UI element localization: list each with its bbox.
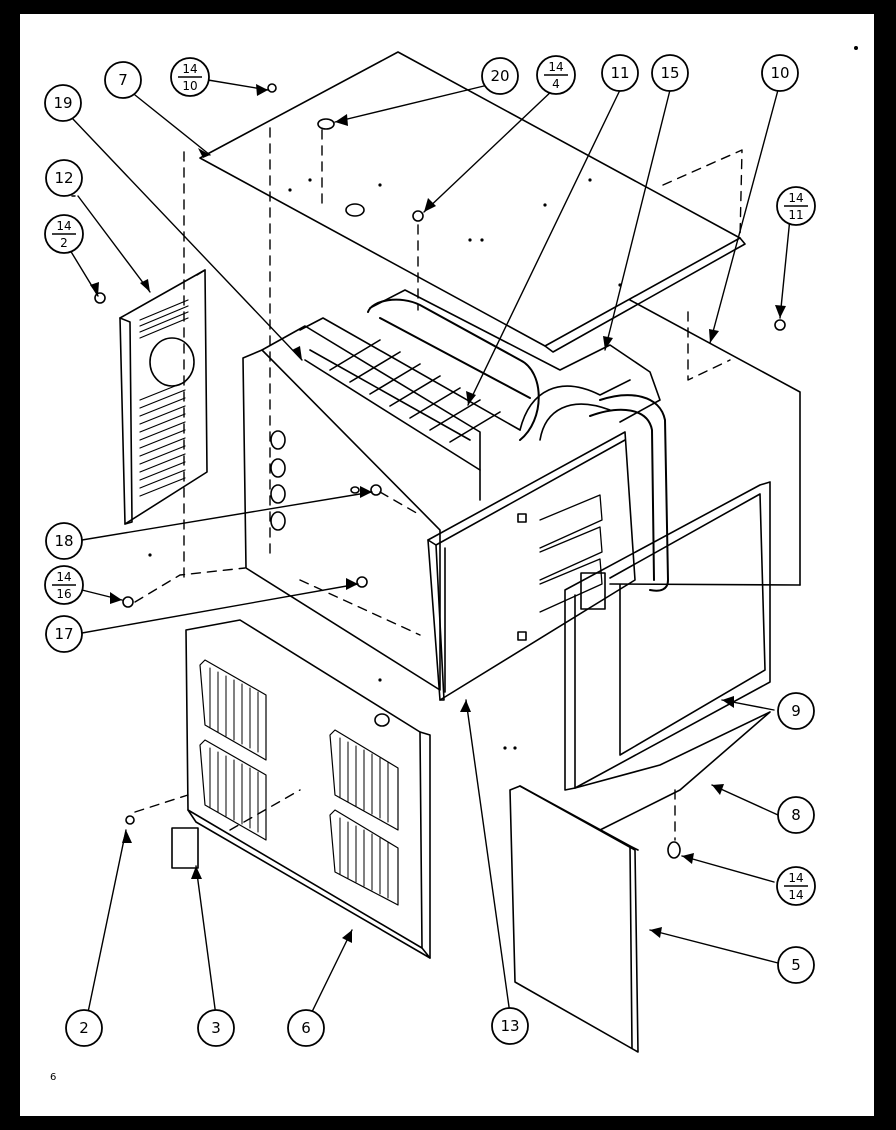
base-pan [574,711,771,831]
fraction-numerator: 14 [788,191,803,205]
fraction-numerator: 14 [548,60,563,74]
fraction-denominator: 2 [60,236,68,250]
coil-tubes [367,298,669,592]
fraction-denominator: 10 [182,79,197,93]
fraction-numerator: 14 [56,570,71,584]
callout-label: 15 [660,64,679,82]
callout-label: 7 [118,71,128,89]
callout-19: 19 [44,84,82,122]
callout-12: 12 [45,159,83,197]
callout-label: 8 [791,806,801,824]
callout-8: 8 [777,796,815,834]
callout-15: 15 [651,54,689,92]
top-cover [199,51,746,353]
leader-lines [69,79,791,1023]
callout-2: 2 [65,1009,103,1047]
label-plate [171,827,199,869]
rear-side-panel [609,299,801,586]
callout-5: 5 [777,946,815,984]
assembly-lines [134,127,743,841]
arrow-heads [90,84,786,943]
fraction-denominator: 4 [552,77,560,91]
callout-label: 17 [54,625,73,643]
callout-18: 18 [45,522,83,560]
callout-10: 10 [761,54,799,92]
fraction-ref-14-4: 144 [536,55,576,95]
callout-label: 3 [211,1019,221,1037]
fraction-ref-14-2: 142 [44,214,84,254]
fasteners [94,83,786,859]
callout-label: 13 [500,1017,519,1035]
callout-label: 5 [791,956,801,974]
fraction-numerator: 14 [182,62,197,76]
callout-label: 6 [301,1019,311,1037]
callout-label: 11 [610,64,629,82]
callout-label: 9 [791,702,801,720]
fraction-denominator: 14 [788,888,803,902]
side-cover-panel [509,785,639,1053]
detail-dots [148,46,858,750]
page-number: 6 [50,1072,56,1083]
callout-17: 17 [45,615,83,653]
diagram-sheet [20,14,874,1116]
callout-3: 3 [197,1009,235,1047]
fraction-denominator: 16 [56,587,71,601]
callout-20: 20 [481,57,519,95]
fraction-numerator: 14 [788,871,803,885]
callout-label: 12 [54,169,73,187]
callout-13: 13 [491,1007,529,1045]
fraction-denominator: 11 [788,208,803,222]
callout-label: 18 [54,532,73,550]
callout-label: 10 [770,64,789,82]
callout-11: 11 [601,54,639,92]
callout-6: 6 [287,1009,325,1047]
side-grille-panel [119,269,208,525]
callout-label: 19 [53,94,72,112]
callout-label: 20 [490,67,509,85]
callout-7: 7 [104,61,142,99]
filter-frame [564,481,771,791]
callout-label: 2 [79,1019,89,1037]
front-grille [185,619,431,959]
partition-panel [427,431,636,701]
fraction-numerator: 14 [56,219,71,233]
chassis-box [242,289,661,691]
callout-9: 9 [777,692,815,730]
